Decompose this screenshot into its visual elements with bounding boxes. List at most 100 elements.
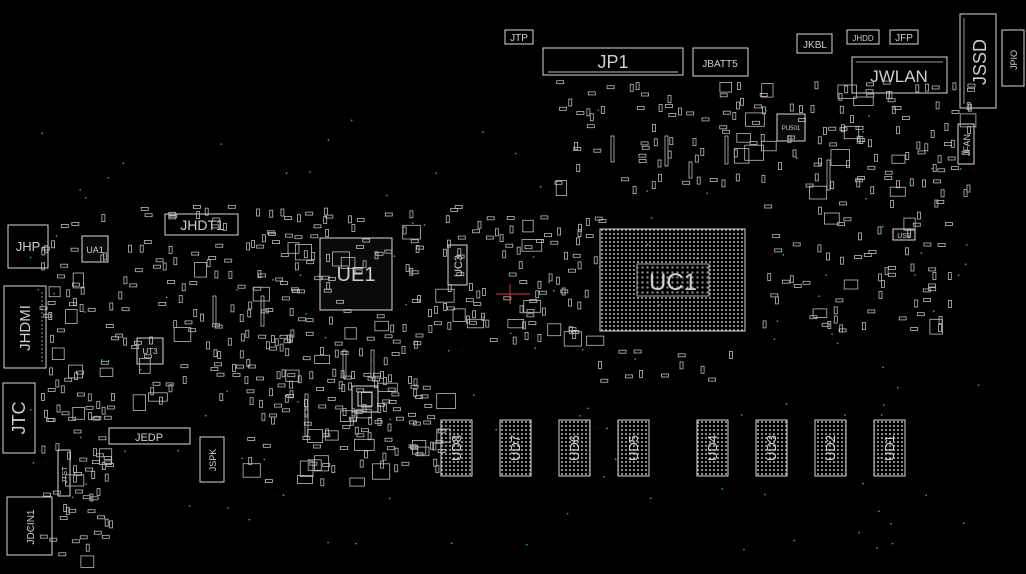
passive-part: [168, 215, 177, 220]
memory-ud4[interactable]: UD4: [696, 419, 729, 477]
passive-part: [143, 240, 152, 244]
connector-jhdd[interactable]: JHDD: [846, 29, 880, 45]
connector-jdcin1[interactable]: JDCIN1: [6, 496, 53, 556]
test-point: [897, 386, 899, 389]
passive-part: [251, 240, 256, 248]
test-point: [578, 415, 581, 417]
connector-jp1[interactable]: JP1: [542, 47, 684, 76]
memory-ud6[interactable]: UD6: [558, 419, 591, 477]
connector-jhdmi[interactable]: JHDMI: [3, 285, 47, 369]
connector-jhp[interactable]: JHP: [7, 224, 49, 269]
connector-jssd[interactable]: JSSD: [959, 13, 997, 109]
passive-part: [494, 228, 499, 237]
passive-part: [314, 276, 323, 281]
memory-ud8[interactable]: UD8: [440, 419, 473, 477]
passive-part: [326, 282, 331, 290]
passive-part: [896, 126, 900, 135]
connector-jbatt5[interactable]: JBATT5: [692, 47, 749, 77]
chip-ue1-label: UE1: [337, 264, 376, 286]
passive-part: [279, 334, 288, 339]
passive-part: [272, 240, 281, 245]
passive-part: [256, 244, 265, 249]
connector-jkbl[interactable]: JKBL: [796, 33, 833, 54]
passive-part: [554, 180, 563, 185]
passive-part: [289, 308, 294, 316]
passive-part: [410, 384, 419, 389]
test-point: [585, 449, 588, 452]
passive-part: [384, 334, 393, 339]
connector-jfp[interactable]: JFP: [889, 29, 919, 45]
passive-part: [544, 233, 552, 238]
passive-part: [890, 200, 894, 208]
passive-part: [435, 288, 455, 303]
connector-jfan[interactable]: JFAN: [957, 123, 975, 165]
passive-part: [49, 537, 58, 542]
memory-ud2[interactable]: UD2: [814, 419, 847, 477]
passive-part: [867, 165, 876, 170]
passive-part: [39, 534, 48, 539]
passive-part: [57, 274, 65, 279]
connector-jedp[interactable]: JEDP: [108, 427, 191, 445]
passive-part: [194, 262, 208, 278]
connector-jtc[interactable]: JTC: [2, 382, 36, 454]
passive-part: [775, 296, 779, 305]
passive-part: [134, 268, 143, 273]
passive-part: [294, 235, 303, 240]
passive-part: [76, 370, 84, 375]
passive-part: [686, 111, 695, 116]
test-point: [272, 279, 274, 281]
connector-jspk[interactable]: JSPK: [199, 436, 225, 483]
passive-part: [351, 371, 355, 379]
test-point: [220, 143, 223, 146]
chip-uc1-bga[interactable]: UC1: [599, 228, 746, 332]
passive-part: [219, 393, 224, 402]
passive-part: [283, 339, 292, 344]
passive-part: [376, 314, 385, 319]
chip-ue1[interactable]: UE1: [319, 237, 393, 311]
passive-part: [384, 212, 393, 217]
passive-part: [165, 382, 174, 387]
connector-jtp[interactable]: JTP: [504, 29, 534, 45]
memory-ud5[interactable]: UD5: [617, 419, 650, 477]
passive-part: [47, 387, 56, 392]
passive-part: [374, 320, 389, 332]
passive-part: [472, 310, 477, 319]
passive-part: [87, 509, 96, 514]
chip-us1[interactable]: US1: [892, 228, 916, 241]
memory-ud1[interactable]: UD1: [873, 419, 906, 477]
memory-ud3[interactable]: UD3: [755, 419, 788, 477]
passive-part: [665, 104, 673, 108]
connector-jwlan[interactable]: JWLAN: [851, 56, 948, 94]
passive-part: [362, 403, 367, 412]
memory-ud5-label: UD5: [626, 435, 641, 461]
test-point: [100, 359, 103, 361]
passive-part: [359, 459, 364, 468]
passive-part: [139, 358, 151, 374]
passive-part: [279, 343, 284, 352]
memory-ud4-label: UD4: [705, 435, 720, 461]
passive-part: [77, 392, 85, 397]
connector-jtst[interactable]: JTST: [57, 449, 71, 497]
memory-ud2-label: UD2: [823, 435, 838, 461]
passive-part: [248, 301, 253, 310]
test-point: [581, 349, 584, 351]
chip-ua-mid[interactable]: [351, 385, 379, 413]
passive-part: [447, 284, 452, 293]
passive-part: [103, 456, 112, 460]
connector-jfp-label: JFP: [895, 33, 913, 44]
passive-part: [383, 377, 387, 385]
memory-ud7-label: UD7: [508, 435, 523, 461]
passive-part: [66, 289, 71, 298]
memory-ud7[interactable]: UD7: [499, 419, 532, 477]
passive-part: [560, 289, 569, 294]
passive-part: [296, 214, 301, 223]
connector-jfan-label: JFAN: [962, 134, 972, 156]
test-point: [964, 263, 967, 266]
passive-part: [910, 263, 915, 272]
test-point: [597, 109, 600, 112]
passive-part: [159, 396, 163, 405]
test-point: [881, 225, 884, 228]
passive-part: [792, 149, 797, 158]
passive-part: [232, 363, 236, 372]
connector-jpio[interactable]: JPIO: [1001, 29, 1025, 87]
